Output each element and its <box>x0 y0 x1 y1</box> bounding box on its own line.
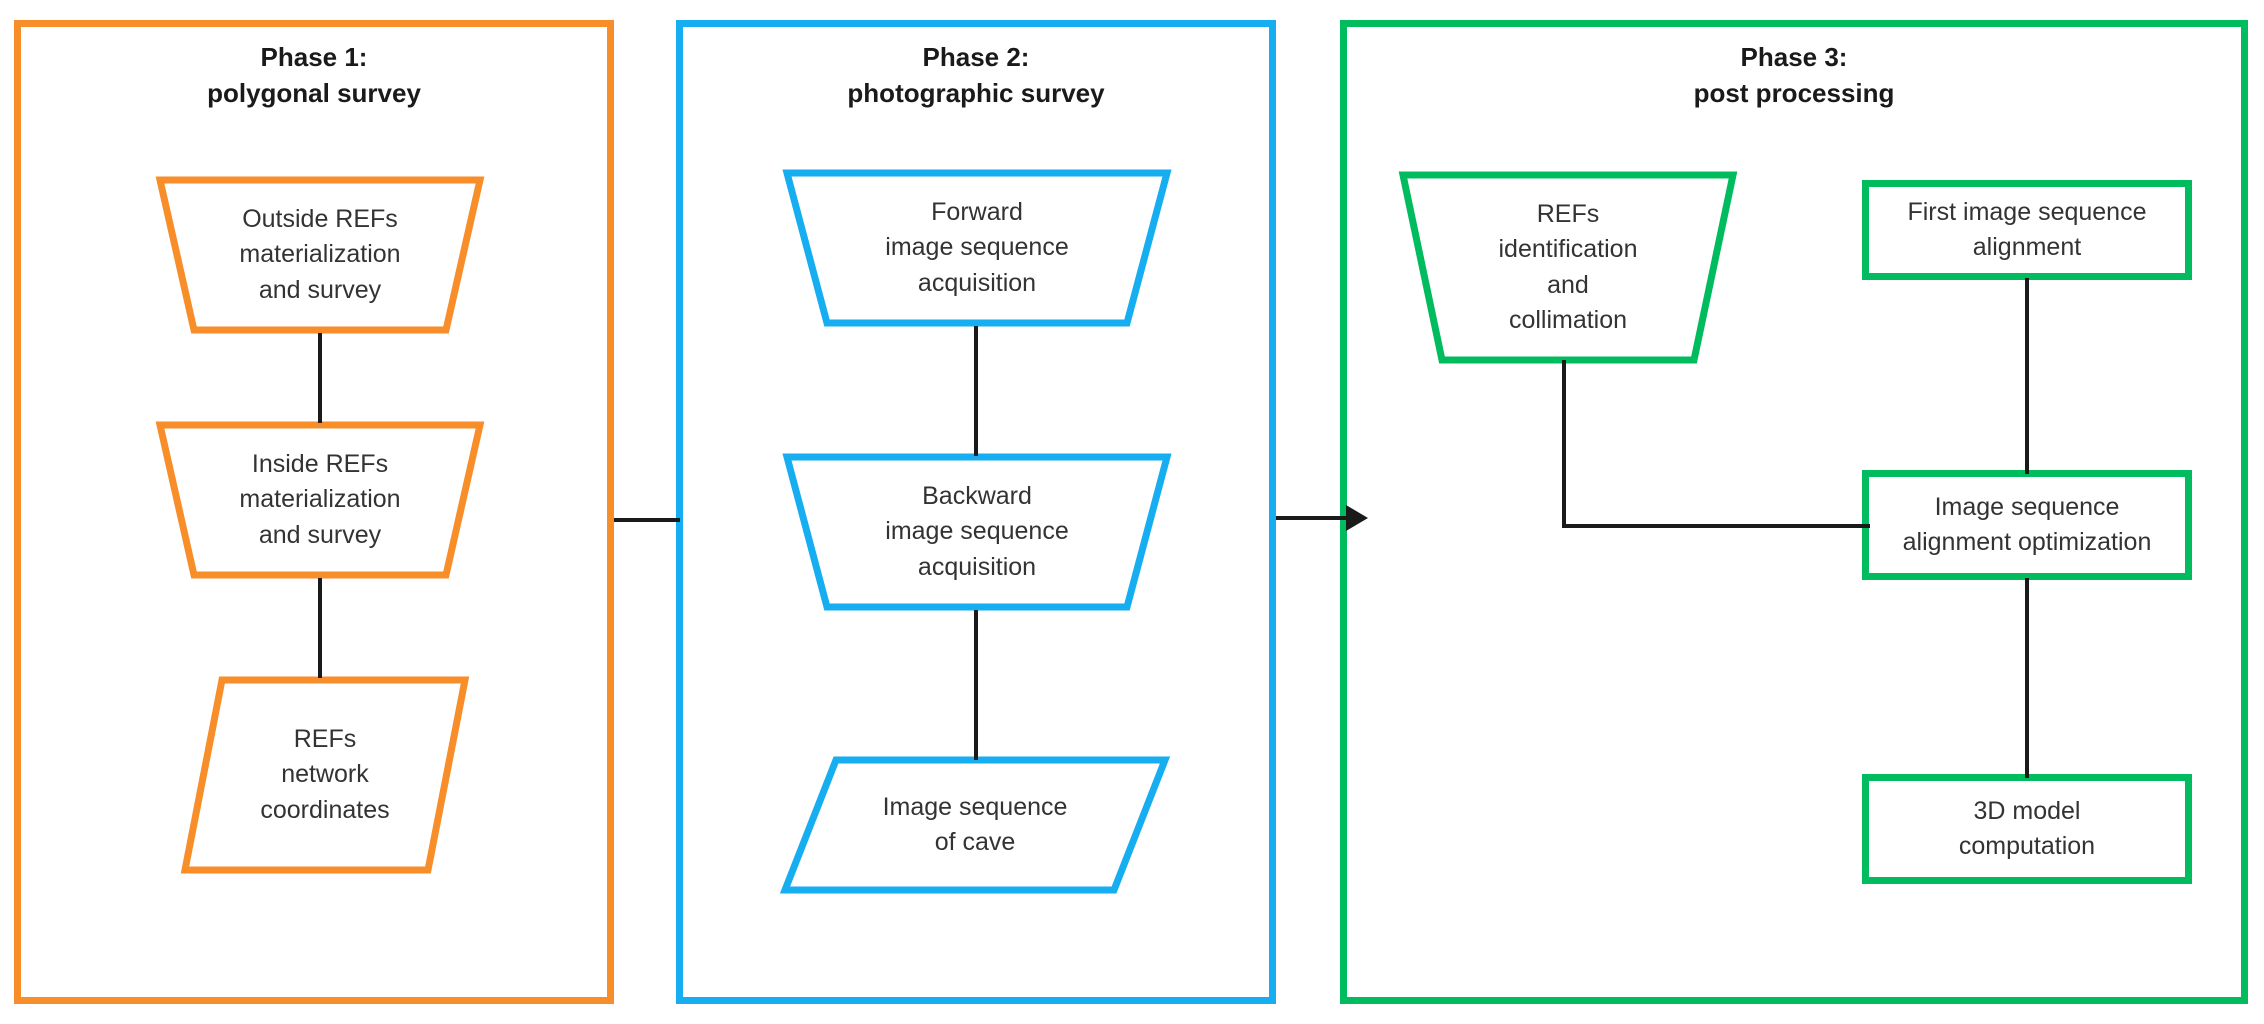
node-label: Image sequence of cave <box>882 792 1068 857</box>
node-label: Image sequence alignment optimization <box>1902 492 2152 557</box>
connector-forward-to-backward <box>974 326 978 456</box>
phase-3-title: Phase 3: post processing <box>1693 42 1895 108</box>
connector-refs-id-elbow-horizontal <box>1562 524 1870 528</box>
connector-phase2-to-phase3 <box>1276 504 1368 532</box>
connector-optimization-to-3d-model <box>2025 578 2029 778</box>
node-alignment-optimization[interactable]: Image sequence alignment optimization <box>1862 470 2192 580</box>
parallelogram-shape <box>779 756 1171 894</box>
trapezoid-shape <box>155 421 485 579</box>
connector-backward-to-cave <box>974 610 978 760</box>
node-label: REFs network coordinates <box>260 724 390 824</box>
connector-outside-to-inside <box>318 333 322 423</box>
parallelogram-shape <box>180 676 470 874</box>
node-refs-network-coordinates[interactable]: REFs network coordinates <box>180 675 470 875</box>
connector-first-alignment-to-optimization <box>2025 278 2029 474</box>
trapezoid-shape <box>1398 171 1738 364</box>
node-forward-acquisition[interactable]: Forward image sequence acquisition <box>782 168 1172 328</box>
trapezoid-shape <box>782 169 1172 327</box>
node-label: REFs identification and collimation <box>1498 199 1638 335</box>
trapezoid-shape <box>782 453 1172 611</box>
node-first-image-sequence-alignment[interactable]: First image sequence alignment <box>1862 180 2192 280</box>
node-label: Inside REFs materialization and survey <box>239 449 401 549</box>
phase-2-title: Phase 2: photographic survey <box>847 42 1105 108</box>
node-label: Backward image sequence acquisition <box>885 481 1069 581</box>
connector-refs-id-elbow-vertical <box>1562 360 1566 528</box>
node-label: Forward image sequence acquisition <box>885 197 1069 297</box>
connector-inside-to-coordinates <box>318 578 322 678</box>
node-image-sequence-of-cave[interactable]: Image sequence of cave <box>779 755 1171 895</box>
trapezoid-shape <box>155 176 485 334</box>
arrow-shaft <box>1276 516 1348 520</box>
node-refs-identification[interactable]: REFs identification and collimation <box>1398 170 1738 365</box>
node-backward-acquisition[interactable]: Backward image sequence acquisition <box>782 452 1172 612</box>
phase-1-title: Phase 1: polygonal survey <box>207 42 421 108</box>
node-label: Outside REFs materialization and survey <box>239 204 401 304</box>
node-inside-refs[interactable]: Inside REFs materialization and survey <box>155 420 485 580</box>
node-3d-model-computation[interactable]: 3D model computation <box>1862 774 2192 884</box>
connector-phase1-to-phase2 <box>614 518 680 522</box>
node-label: First image sequence alignment <box>1907 197 2147 262</box>
node-label: 3D model computation <box>1958 796 2096 861</box>
arrow-head-icon <box>1346 505 1368 531</box>
node-outside-refs[interactable]: Outside REFs materialization and survey <box>155 175 485 335</box>
